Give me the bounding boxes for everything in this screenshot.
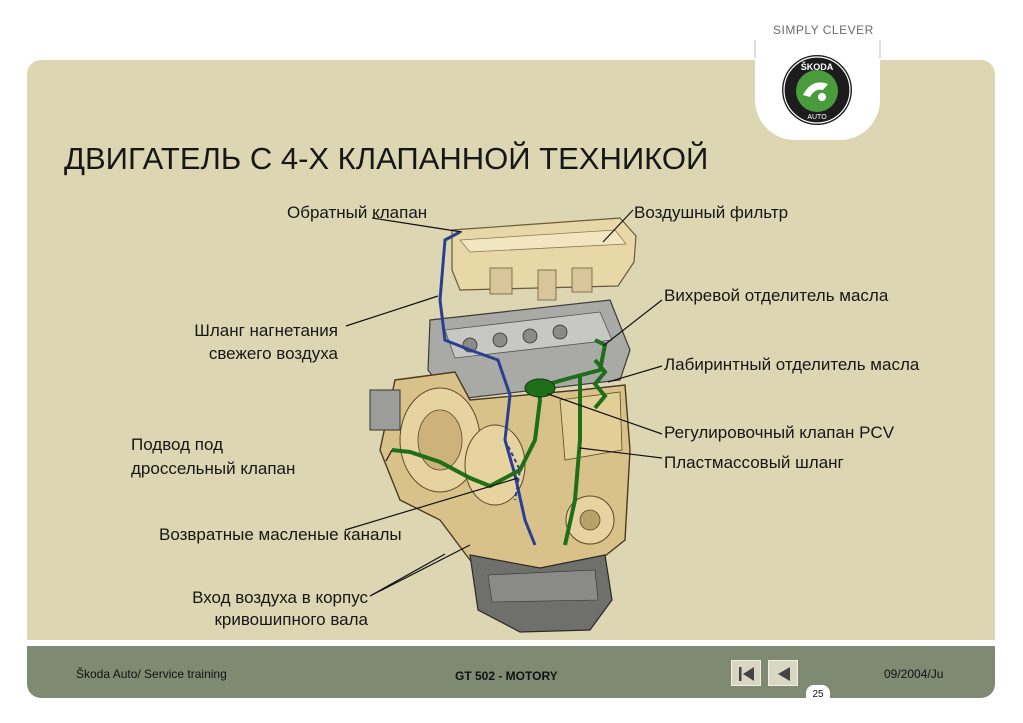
page-number: 25	[806, 685, 830, 705]
label-crankcase-air-1: Вход воздуха в корпус	[192, 588, 368, 607]
previous-page-button[interactable]	[768, 660, 798, 686]
label-fresh-air-hose-2: свежего воздуха	[208, 344, 338, 363]
footer-bar	[27, 646, 995, 698]
air-filter-housing	[451, 217, 637, 301]
first-page-button[interactable]	[731, 660, 761, 686]
previous-page-icon	[778, 667, 790, 681]
oil-pan	[469, 554, 613, 633]
label-oil-return: Возвратные масленые каналы	[159, 525, 402, 544]
footer-right: 09/2004/Ju	[884, 667, 944, 681]
label-throttle-feed-2: дроссельный клапан	[131, 459, 296, 478]
engine-block	[369, 371, 631, 571]
label-plastic-hose: Пластмассовый шланг	[664, 453, 844, 472]
label-check-valve: Обратный клапан	[287, 203, 428, 222]
label-fresh-air-hose-1: Шланг нагнетания	[194, 321, 338, 340]
label-crankcase-air-2: кривошипного вала	[214, 610, 368, 629]
label-cyclone-separator: Вихревой отделитель масла	[664, 286, 889, 305]
fresh-air-hose-line	[438, 230, 537, 546]
label-throttle-feed-1: Подвод под	[131, 435, 223, 454]
footer-center: GT 502 - MOTORY	[455, 669, 558, 683]
leader-lines	[344, 209, 663, 597]
label-pcv-valve: Регулировочный клапан PCV	[664, 423, 895, 442]
label-air-filter: Воздушный фильтр	[634, 203, 789, 222]
page-title: ДВИГАТЕЛЬ С 4-Х КЛАПАННОЙ ТЕХНИКОЙ	[64, 141, 709, 176]
slogan: SIMPLY CLEVER	[773, 23, 874, 37]
footer-left: Škoda Auto/ Service training	[76, 667, 227, 681]
label-labyrinth-separator: Лабиринтный отделитель масла	[664, 355, 920, 374]
first-page-icon	[739, 667, 754, 681]
